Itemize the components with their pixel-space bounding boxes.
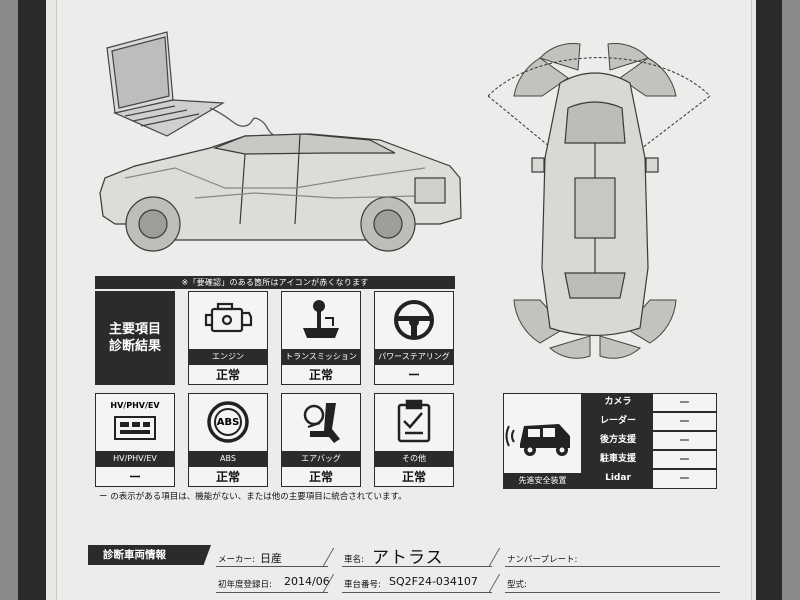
adas-row-rear-assist: 後方支援 ー <box>582 431 717 450</box>
model-label: 型式: <box>507 580 527 590</box>
card-label: パワーステアリング <box>375 349 453 365</box>
card-label: トランスミッション <box>282 349 360 365</box>
maker-value: 日産 <box>260 552 282 565</box>
diagnostic-cable <box>209 107 281 139</box>
notice-banner: ※「要確認」のある箇所はアイコンが赤くなります <box>95 276 455 289</box>
card-status: 正常 <box>215 368 240 382</box>
card-airbag: エアバッグ 正常 <box>281 393 361 487</box>
card-abs: ABS ABS 正常 <box>188 393 268 487</box>
footnote: ー の表示がある項目は、機能がない、または他の主要項目に統合されています。 <box>99 492 407 502</box>
card-transmission: トランスミッション 正常 <box>281 291 361 385</box>
card-hv-phv-ev: HV/PHV/EV HV/PHV/EV ー <box>95 393 175 487</box>
maker-label: メーカー: <box>218 555 255 565</box>
clipboard-icon <box>375 394 453 450</box>
main-title-line-1: 主要項目 <box>108 322 161 337</box>
reg-date-value: 2014/06 <box>284 575 330 588</box>
reg-date-label: 初年度登録日: <box>218 580 272 590</box>
adas-item-name: 後方支援 <box>583 432 653 449</box>
card-status: ー <box>128 470 141 484</box>
vehicle-info-heading: 診断車両情報 <box>88 545 211 565</box>
maker-underline <box>216 566 328 567</box>
main-title-line-2: 診断結果 <box>108 339 161 354</box>
card-power-steering: パワーステアリング ー <box>374 291 454 385</box>
adas-item-value: ー <box>679 453 690 466</box>
card-status: 正常 <box>308 368 333 382</box>
chassis-underline <box>342 592 492 593</box>
laptop-icon <box>106 31 225 137</box>
car-side-diagnostic-illustration <box>99 31 462 252</box>
front-radar-fan <box>487 95 711 185</box>
battery-icon: HV/PHV/EV <box>96 394 174 450</box>
background-left <box>0 0 18 600</box>
background-right <box>782 0 800 600</box>
abs-badge-text: ABS <box>216 416 240 428</box>
adas-item-name: レーダー <box>583 413 653 430</box>
card-label: HV/PHV/EV <box>96 451 174 467</box>
abs-icon: ABS <box>189 394 267 450</box>
card-status: ー <box>407 368 420 382</box>
gear-shift-icon <box>282 292 360 348</box>
adas-item-value: ー <box>679 415 690 428</box>
adas-car-icon <box>505 424 570 456</box>
car-name-underline <box>342 566 492 567</box>
adas-image-box: 先進安全装置 <box>503 393 582 489</box>
reg-date-underline <box>216 592 328 593</box>
adas-caption: 先進安全装置 <box>504 473 581 488</box>
adas-row-lidar: Lidar ー <box>582 469 717 489</box>
adas-row-radar: レーダー ー <box>582 412 717 431</box>
card-status: 正常 <box>308 470 333 484</box>
steering-wheel-icon <box>375 292 453 348</box>
card-label: エアバッグ <box>282 451 360 467</box>
card-label: ABS <box>189 451 267 467</box>
adas-row-camera: カメラ ー <box>582 393 717 412</box>
model-underline <box>505 592 720 593</box>
chassis-label: 車台番号: <box>344 580 381 590</box>
adas-item-name: カメラ <box>583 394 653 411</box>
car-name-value: アトラス <box>372 548 444 568</box>
car-top-icon <box>531 72 659 337</box>
adas-item-name: 駐車支援 <box>583 451 653 468</box>
engine-icon <box>189 292 267 348</box>
card-engine: エンジン 正常 <box>188 291 268 385</box>
adas-item-name: Lidar <box>583 470 653 488</box>
card-other: その他 正常 <box>374 393 454 487</box>
car-top-sensor-illustration <box>487 42 711 359</box>
card-status: 正常 <box>401 470 426 484</box>
hv-top-text: HV/PHV/EV <box>110 401 160 410</box>
car-name-label: 車名: <box>344 555 364 565</box>
plate-label: ナンバープレート: <box>507 555 578 565</box>
adas-row-parking-assist: 駐車支援 ー <box>582 450 717 469</box>
chassis-value: SQ2F24-034107 <box>389 575 478 588</box>
main-items-result-heading: 主要項目 診断結果 <box>95 291 175 385</box>
card-status: 正常 <box>215 470 240 484</box>
adas-item-value: ー <box>679 434 690 447</box>
adas-item-value: ー <box>679 472 690 485</box>
car-side-icon <box>99 133 462 252</box>
plate-underline <box>505 566 720 567</box>
frame-right <box>756 0 782 600</box>
sensor-coverage-icon <box>513 42 677 359</box>
adas-item-value: ー <box>679 396 690 409</box>
card-label: その他 <box>375 451 453 467</box>
card-label: エンジン <box>189 349 267 365</box>
frame-left <box>18 0 46 600</box>
airbag-icon <box>282 394 360 450</box>
